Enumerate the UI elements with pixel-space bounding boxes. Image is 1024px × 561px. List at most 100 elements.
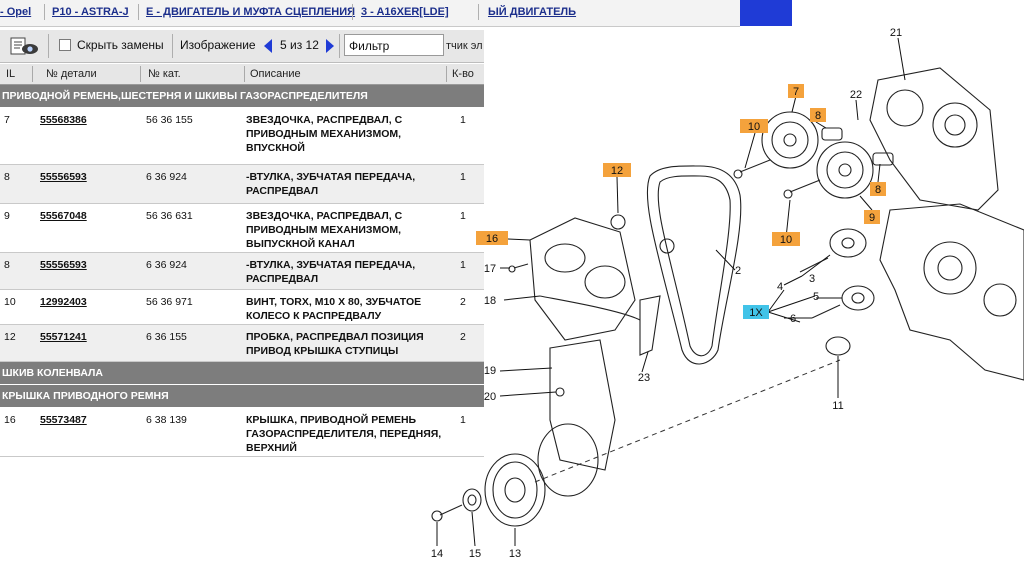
column-divider[interactable]	[140, 66, 141, 82]
cell-description: ВИНТ, TORX, M10 X 80, ЗУБЧАТОЕ КОЛЕСО К …	[246, 296, 422, 322]
table-row[interactable]: 7 55568386 56 36 155 ЗВЕЗДОЧКА, РАСПРЕДВ…	[0, 108, 484, 165]
callout-21: 21	[890, 27, 902, 39]
callout-box-16	[476, 231, 508, 245]
cell-quantity: 1	[460, 414, 466, 426]
cell-il: 16	[4, 414, 16, 426]
callout-box-10-lower	[772, 232, 800, 246]
cell-il: 7	[4, 114, 10, 126]
table-row[interactable]: 9 55567048 56 36 631 ЗВЕЗДОЧКА, РАСПРЕДВ…	[0, 204, 484, 253]
callout-2: 2	[735, 265, 741, 277]
toolbar-divider	[172, 34, 173, 58]
callout-7: 7	[793, 86, 799, 98]
cell-quantity: 1	[460, 171, 466, 183]
cell-catalog-number: 6 38 139	[146, 414, 187, 426]
table-row[interactable]: 8 55556593 6 36 924 -ВТУЛКА, ЗУБЧАТАЯ ПЕ…	[0, 253, 484, 290]
table-row[interactable]: 10 12992403 56 36 971 ВИНТ, TORX, M10 X …	[0, 290, 484, 325]
part-number-link[interactable]: 55556593	[40, 259, 87, 271]
toolbar-overflow-text: тчик эл	[446, 40, 483, 52]
callout-12: 12	[611, 165, 623, 177]
hide-replacements-checkbox[interactable]	[59, 39, 71, 51]
rear-timing-cover	[869, 67, 999, 211]
callout-23: 23	[638, 372, 650, 384]
callout-11: 11	[832, 400, 843, 412]
next-image-arrow-icon[interactable]	[326, 39, 334, 53]
callout-19: 19	[484, 365, 496, 377]
column-header-catalog-number[interactable]: № кат.	[148, 68, 181, 80]
callout-3: 3	[809, 273, 815, 285]
breadcrumb-opel[interactable]: - Opel	[0, 6, 32, 18]
callout-18: 18	[484, 295, 496, 307]
column-header-description[interactable]: Описание	[250, 68, 301, 80]
cell-description: ЗВЕЗДОЧКА, РАСПРЕДВАЛ, С ПРИВОДНЫМ МЕХАН…	[246, 210, 403, 250]
image-label: Изображение	[180, 38, 256, 52]
breadcrumb: - Opel P10 - ASTRA-J E - ДВИГАТЕЛЬ И МУФ…	[0, 0, 740, 27]
table-row[interactable]: 12 55571241 6 36 155 ПРОБКА, РАСПРЕДВАЛ …	[0, 325, 484, 362]
image-page-indicator: 5 из 12	[280, 38, 319, 52]
breadcrumb-model[interactable]: P10 - ASTRA-J	[52, 6, 129, 18]
callout-box-8	[810, 108, 826, 122]
cell-description: ЗВЕЗДОЧКА, РАСПРЕДВАЛ, С ПРИВОДНЫМ МЕХАН…	[246, 114, 403, 154]
assembly-axis-line	[534, 359, 841, 483]
part-number-link[interactable]: 55567048	[40, 210, 87, 222]
breadcrumb-subgroup[interactable]: ЫЙ ДВИГАТЕЛЬ	[488, 6, 577, 18]
column-divider[interactable]	[244, 66, 245, 82]
callout-22: 22	[850, 89, 862, 101]
callout-box-8-lower	[870, 182, 886, 196]
exploded-parts-diagram[interactable]: 21 22 7 8 10 12 8 9 10 16 17 18 2 3 4 5 …	[431, 0, 1024, 561]
callout-8: 8	[815, 110, 821, 122]
callout-box-1x	[743, 305, 769, 319]
callout-6: 6	[790, 313, 796, 325]
callout-10: 10	[748, 121, 760, 133]
header-accent-block	[740, 0, 792, 26]
breadcrumb-group[interactable]: E - ДВИГАТЕЛЬ И МУФТА СЦЕПЛЕНИЯ	[146, 6, 356, 18]
breadcrumb-engine[interactable]: 3 - A16XER[LDE]	[361, 6, 449, 18]
cell-catalog-number: 56 36 971	[146, 296, 193, 308]
callout-box-10	[740, 119, 768, 133]
column-divider[interactable]	[446, 66, 447, 82]
cell-catalog-number: 6 36 155	[146, 331, 187, 343]
section-header[interactable]: ШКИВ КОЛЕНВАЛА	[0, 362, 484, 385]
cell-description: -ВТУЛКА, ЗУБЧАТАЯ ПЕРЕДАЧА, РАСПРЕДВАЛ	[246, 259, 416, 285]
column-divider[interactable]	[32, 66, 33, 82]
table-row[interactable]: 8 55556593 6 36 924 -ВТУЛКА, ЗУБЧАТАЯ ПЕ…	[0, 165, 484, 204]
exhaust-camshaft-sprocket	[816, 141, 874, 199]
cell-quantity: 1	[460, 259, 466, 271]
part-number-link[interactable]: 55573487	[40, 414, 87, 426]
callout-17: 17	[484, 263, 496, 275]
toolbar-divider	[48, 34, 49, 58]
intake-camshaft-sprocket	[761, 111, 819, 169]
callout-1x: 1X	[749, 307, 763, 319]
breadcrumb-separator	[138, 4, 139, 20]
cell-quantity: 1	[460, 114, 466, 126]
callout-10-lower: 10	[780, 234, 792, 246]
callout-box-12	[603, 163, 631, 177]
part-number-link[interactable]: 12992403	[40, 296, 87, 308]
column-header-il[interactable]: IL	[6, 68, 16, 80]
part-number-link[interactable]: 55556593	[40, 171, 87, 183]
column-header-quantity[interactable]: К-во	[452, 68, 474, 80]
section-header[interactable]: ПРИВОДНОЙ РЕМЕНЬ,ШЕСТЕРНЯ И ШКИВЫ ГАЗОРА…	[0, 85, 484, 108]
cell-il: 10	[4, 296, 16, 308]
cell-catalog-number: 56 36 631	[146, 210, 193, 222]
callout-14: 14	[431, 548, 443, 560]
print-preview-icon[interactable]	[8, 34, 40, 58]
part-number-link[interactable]: 55568386	[40, 114, 87, 126]
parts-table: IL № детали № кат. Описание К-во ПРИВОДН…	[0, 64, 484, 457]
cell-il: 9	[4, 210, 10, 222]
callout-box-9	[864, 210, 880, 224]
filter-input[interactable]: Фильтр	[344, 34, 444, 56]
cell-quantity: 1	[460, 210, 466, 222]
cell-description: -ВТУЛКА, ЗУБЧАТАЯ ПЕРЕДАЧА, РАСПРЕДВАЛ	[246, 171, 416, 197]
table-row[interactable]: 16 55573487 6 38 139 КРЫШКА, ПРИВОДНОЙ Р…	[0, 408, 484, 457]
section-header[interactable]: КРЫШКА ПРИВОДНОГО РЕМНЯ	[0, 385, 484, 408]
part-number-link[interactable]: 55571241	[40, 331, 87, 343]
breadcrumb-separator	[44, 4, 45, 20]
callout-5: 5	[813, 291, 819, 303]
callout-16: 16	[486, 233, 498, 245]
cell-catalog-number: 56 36 155	[146, 114, 193, 126]
cell-il: 8	[4, 171, 10, 183]
previous-image-arrow-icon[interactable]	[264, 39, 272, 53]
front-upper-cover	[529, 217, 636, 341]
column-header-part-number[interactable]: № детали	[46, 68, 97, 80]
callout-box-7	[788, 84, 804, 98]
